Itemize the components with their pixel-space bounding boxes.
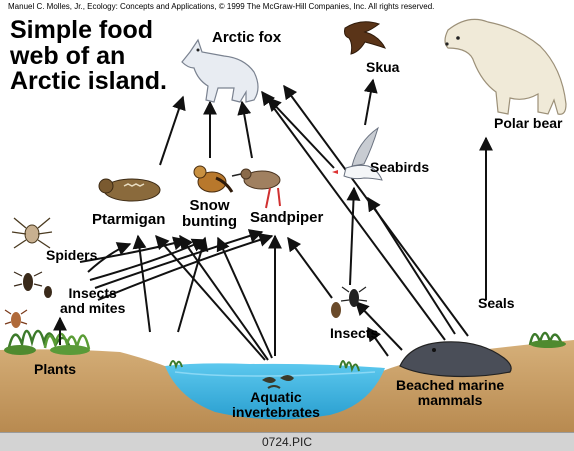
label-insects-and-mites: Insects and mites: [60, 286, 125, 315]
plants-right-illustration: [530, 333, 566, 348]
seal-illustration: [400, 342, 511, 377]
label-insects: Insects: [330, 326, 378, 341]
label-skua: Skua: [366, 60, 399, 75]
footer-label: 0724.PIC: [0, 435, 574, 449]
label-snow-bunting: Snow bunting: [182, 198, 237, 230]
label-aquatic-invertebrates: Aquatic invertebrates: [232, 390, 320, 419]
arctic-fox-illustration: [182, 40, 258, 102]
snow-bunting-illustration: [194, 166, 232, 192]
ptarmigan-illustration: [99, 179, 160, 201]
label-polar-bear: Polar bear: [494, 116, 562, 131]
spider-illustration: [12, 218, 52, 248]
polar-bear-illustration: [445, 19, 566, 114]
skua-illustration: [345, 22, 386, 54]
insects-illustration: [331, 287, 367, 318]
label-ptarmigan: Ptarmigan: [92, 212, 165, 228]
label-beached-marine-mammals: Beached marine mammals: [396, 378, 504, 407]
label-seabirds: Seabirds: [370, 160, 429, 175]
label-sandpiper: Sandpiper: [250, 210, 323, 226]
label-seals: Seals: [478, 296, 515, 311]
sandpiper-illustration: [232, 169, 280, 208]
footer-bar: 0724.PIC: [0, 432, 574, 451]
label-plants: Plants: [34, 362, 76, 377]
label-arctic-fox: Arctic fox: [212, 30, 281, 46]
label-spiders: Spiders: [46, 248, 97, 263]
insects-mites-illustration: [5, 272, 52, 328]
